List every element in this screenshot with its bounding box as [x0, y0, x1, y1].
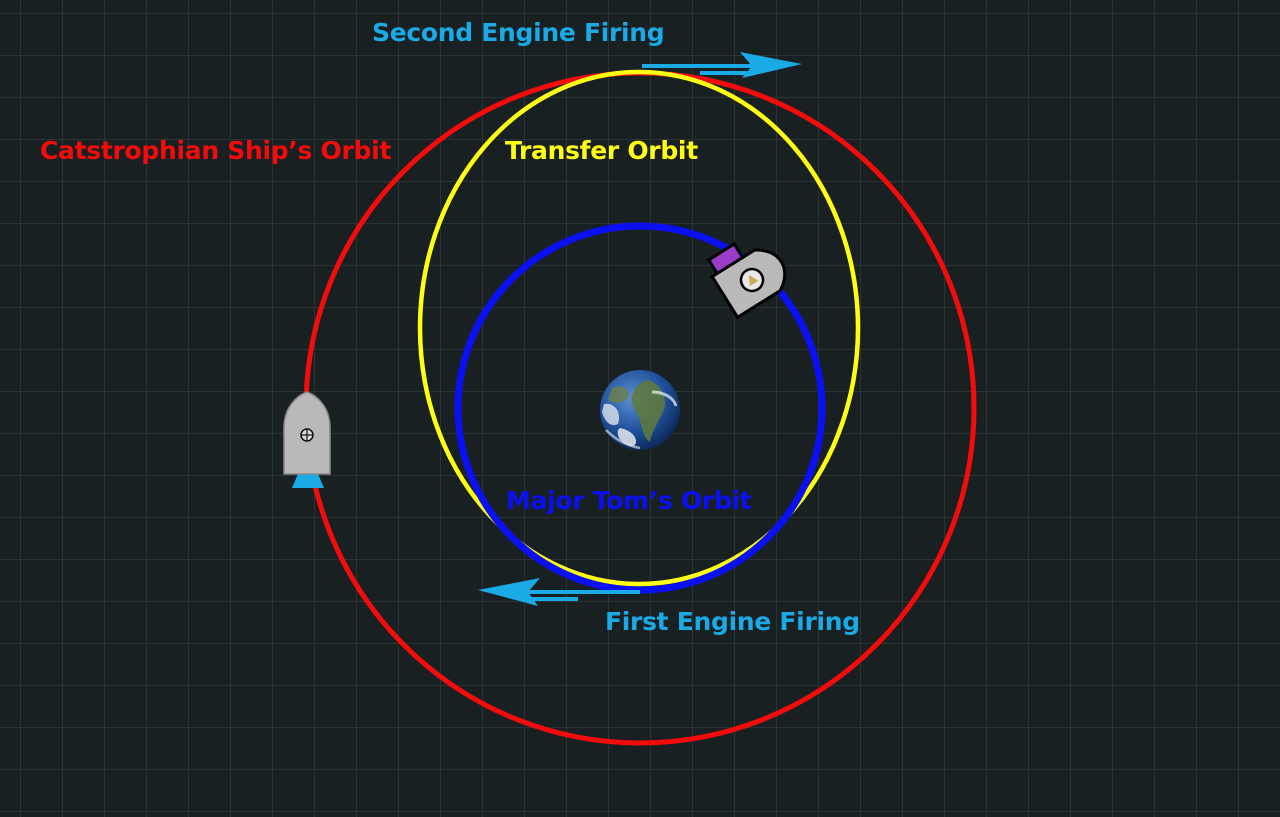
second-engine-firing-label: Second Engine Firing [372, 18, 665, 47]
major-tom-orbit-label: Major Tom’s Orbit [506, 486, 752, 515]
first-engine-firing-label: First Engine Firing [605, 607, 860, 636]
transfer-orbit-path [417, 69, 861, 587]
catastrophian-ship-icon [283, 391, 331, 488]
arrow-right-icon [642, 52, 802, 78]
catastrophian-orbit-label: Catstrophian Ship’s Orbit [40, 136, 391, 165]
arrow-left-icon [478, 578, 640, 606]
major-tom-ship-icon [706, 241, 787, 320]
earth-icon [600, 370, 680, 450]
transfer-orbit-label: Transfer Orbit [505, 136, 698, 165]
